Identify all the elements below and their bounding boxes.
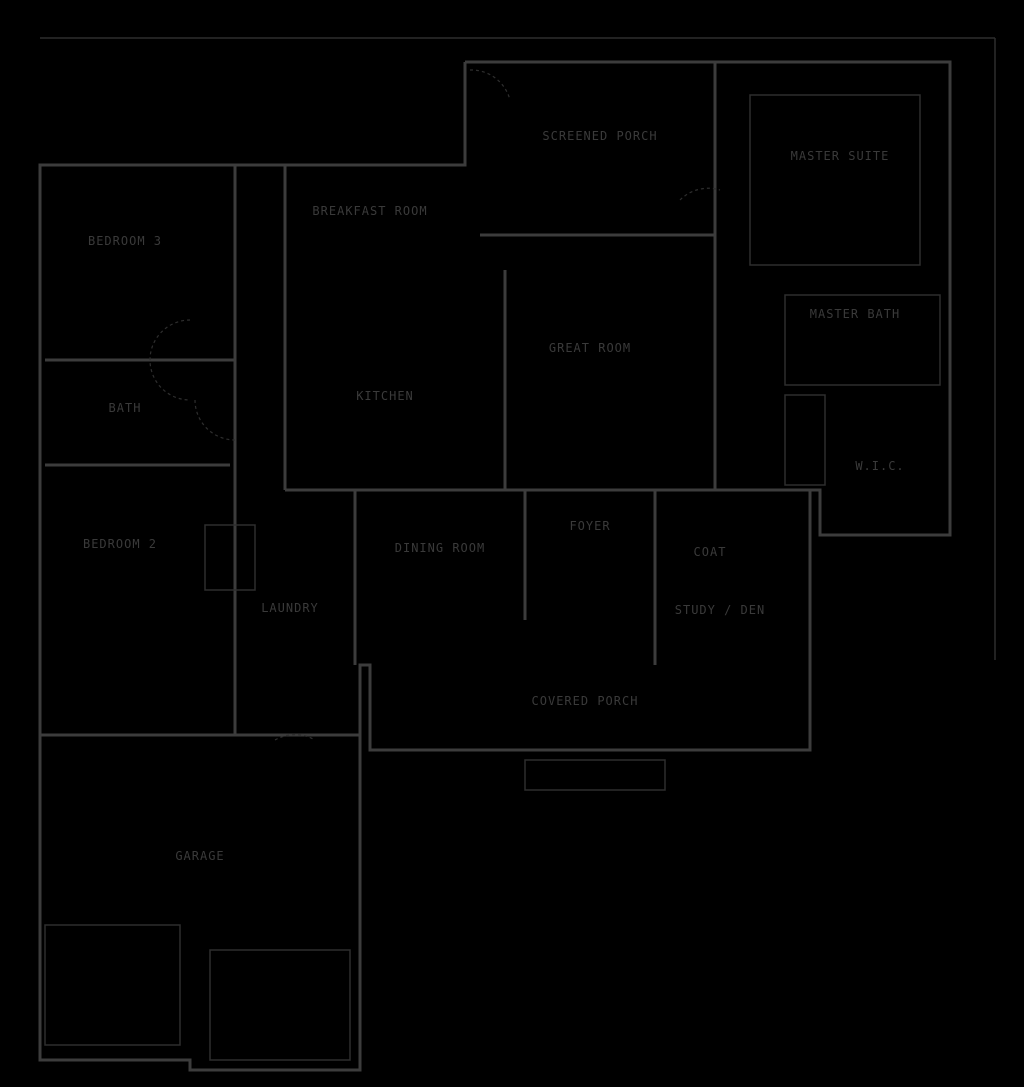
room-label-coat: COAT bbox=[694, 545, 727, 559]
room-label-dining-room: DINING ROOM bbox=[395, 541, 485, 555]
room-label-bath: BATH bbox=[109, 401, 142, 415]
room-label-kitchen: KITCHEN bbox=[356, 389, 414, 403]
exterior-walls bbox=[38, 60, 952, 1072]
room-label-screened-porch: SCREENED PORCH bbox=[542, 129, 657, 143]
room-label-great-room: GREAT ROOM bbox=[549, 341, 631, 355]
interior-walls bbox=[44, 62, 941, 1061]
room-label-study: STUDY / DEN bbox=[675, 603, 765, 617]
room-label-master-bath: MASTER BATH bbox=[810, 307, 900, 321]
room-label-wic: W.I.C. bbox=[855, 459, 904, 473]
dimension-lines bbox=[40, 37, 996, 660]
room-label-bedroom-2: BEDROOM 2 bbox=[83, 537, 157, 551]
room-label-covered-porch: COVERED PORCH bbox=[532, 694, 639, 708]
room-label-breakfast-room: BREAKFAST ROOM bbox=[312, 204, 427, 218]
room-label-garage: GARAGE bbox=[175, 849, 224, 863]
room-label-master-suite: MASTER SUITE bbox=[791, 149, 890, 163]
room-label-bedroom-3: BEDROOM 3 bbox=[88, 234, 162, 248]
room-label-foyer: FOYER bbox=[569, 519, 610, 533]
room-labels: BEDROOM 3 BREAKFAST ROOM SCREENED PORCH … bbox=[83, 129, 904, 863]
room-label-laundry: LAUNDRY bbox=[261, 601, 319, 615]
